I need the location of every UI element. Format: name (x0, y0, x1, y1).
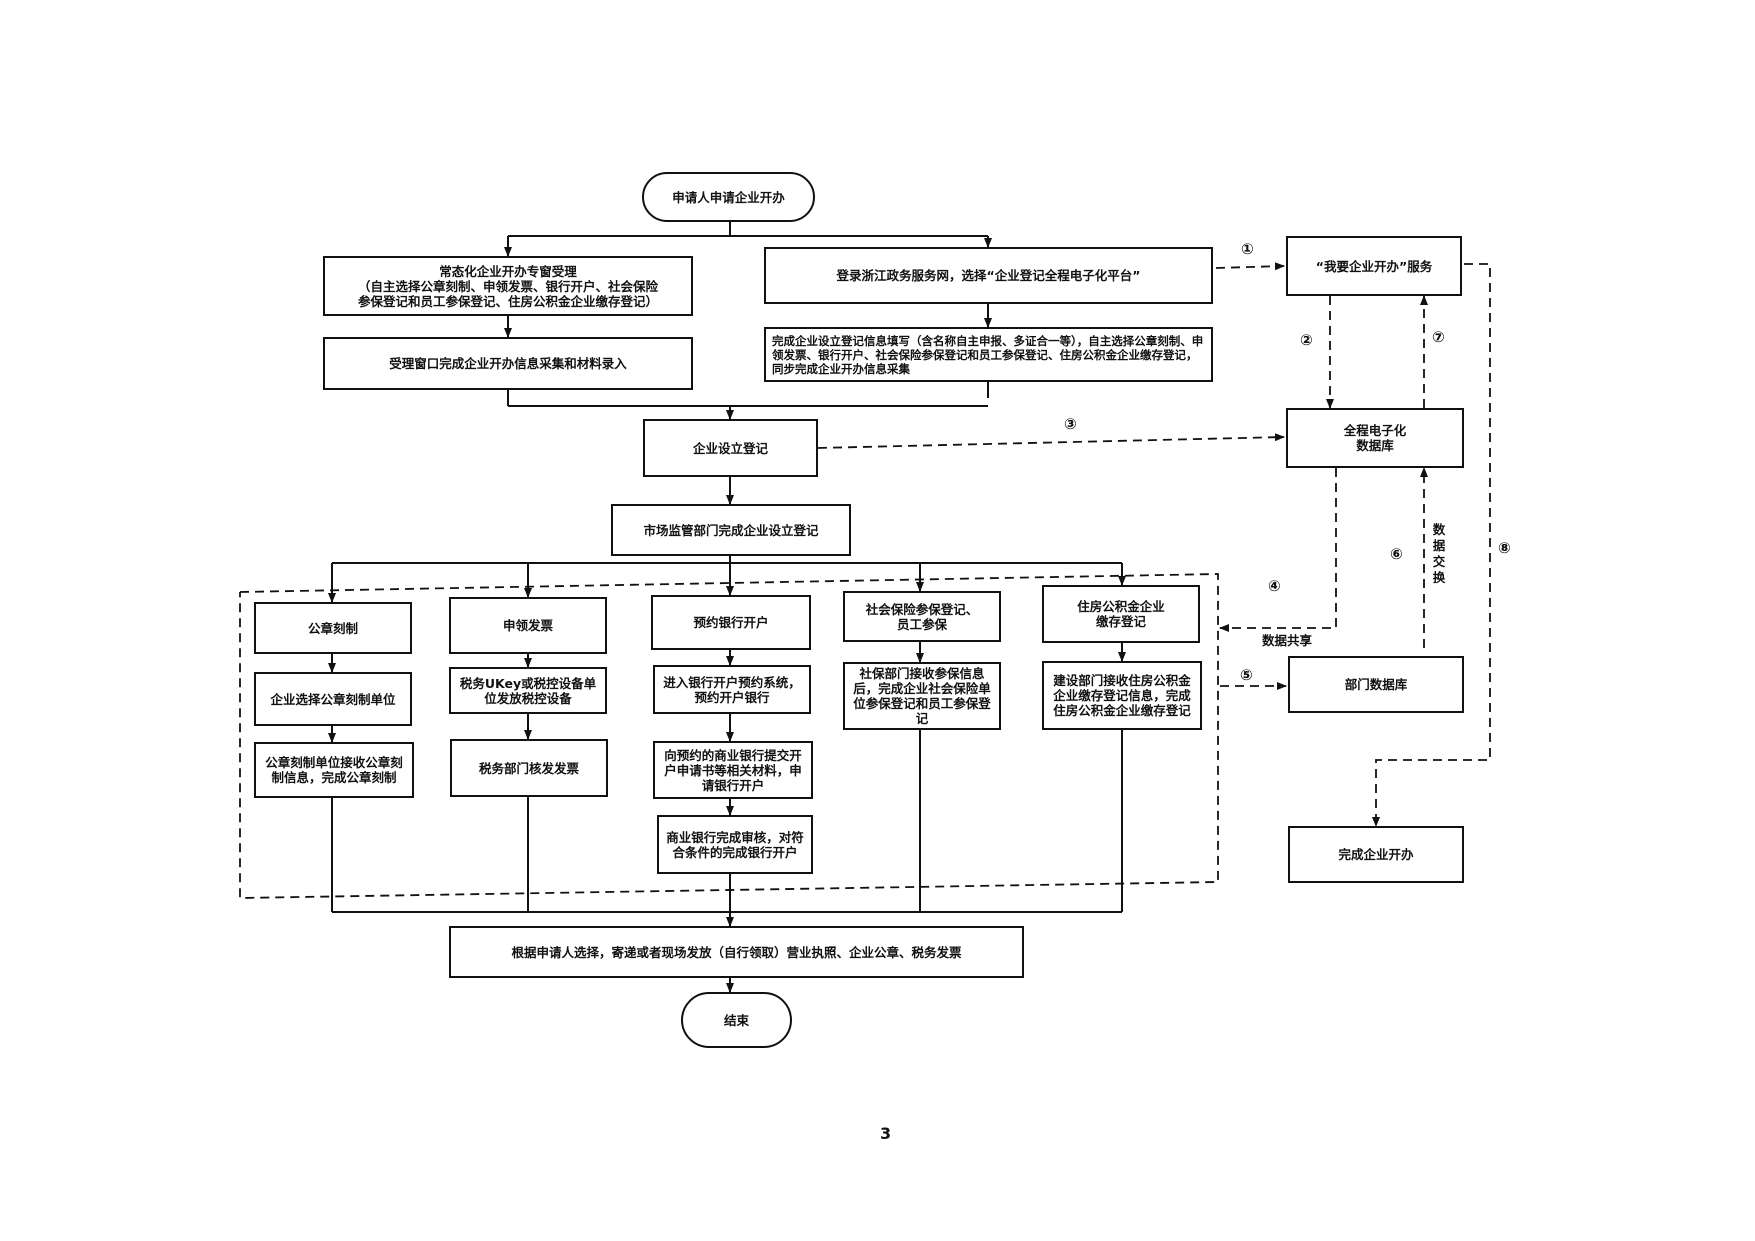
marker-7: ⑦ (1432, 328, 1445, 346)
invoice-step2-box: 税务UKey或税控设备单位发放税控设备 (449, 667, 607, 714)
window-input-box: 受理窗口完成企业开办信息采集和材料录入 (323, 337, 693, 390)
market-registration-box: 市场监管部门完成企业设立登记 (611, 504, 851, 556)
database-box: 全程电子化 数据库 (1286, 408, 1464, 468)
department-database-box: 部门数据库 (1288, 656, 1464, 713)
marker-2: ② (1300, 331, 1313, 349)
invoice-header-box: 申领发票 (449, 597, 607, 654)
invoice-step3-box: 税务部门核发发票 (450, 739, 608, 797)
seal-step2-box: 企业选择公章刻制单位 (254, 672, 412, 726)
bank-header-box: 预约银行开户 (651, 595, 811, 650)
page-number: 3 (880, 1124, 892, 1143)
bank-step4-box: 商业银行完成审核，对符合条件的完成银行开户 (657, 815, 813, 874)
seal-step3-box: 公章刻制单位接收公章刻制信息，完成公章刻制 (254, 742, 414, 798)
registration-box: 企业设立登记 (643, 419, 818, 477)
window-acceptance-box: 常态化企业开办专窗受理 （自主选择公章刻制、申领发票、银行开户、社会保险 参保登… (323, 256, 693, 316)
online-fill-box: 完成企业设立登记信息填写（含名称自主申报、多证合一等），自主选择公章刻制、申领发… (764, 327, 1213, 382)
data-exchange-label: 数据交换 (1432, 522, 1446, 585)
marker-4: ④ (1268, 577, 1281, 595)
data-share-label: 数据共享 (1262, 633, 1313, 648)
social-header-box: 社会保险参保登记、员工参保 (843, 591, 1001, 642)
service-box: “我要企业开办”服务 (1286, 236, 1462, 296)
housing-header-box: 住房公积金企业缴存登记 (1042, 585, 1200, 643)
start-node: 申请人申请企业开办 (642, 172, 815, 222)
complete-box: 完成企业开办 (1288, 826, 1464, 883)
seal-header-box: 公章刻制 (254, 602, 412, 654)
marker-3: ③ (1064, 415, 1077, 433)
marker-6: ⑥ (1390, 545, 1403, 563)
marker-8: ⑧ (1498, 539, 1511, 557)
login-platform-box: 登录浙江政务服务网，选择“企业登记全程电子化平台” (764, 247, 1213, 304)
social-step2-box: 社保部门接收参保信息后，完成企业社会保险单位参保登记和员工参保登记 (843, 662, 1001, 730)
end-node: 结束 (681, 992, 792, 1048)
bank-step3-box: 向预约的商业银行提交开户申请书等相关材料，申请银行开户 (653, 741, 813, 799)
marker-5: ⑤ (1240, 666, 1253, 684)
bank-step2-box: 进入银行开户预约系统，预约开户银行 (653, 665, 811, 714)
housing-step2-box: 建设部门接收住房公积金企业缴存登记信息，完成住房公积金企业缴存登记 (1042, 661, 1202, 730)
marker-1: ① (1241, 240, 1254, 258)
deliver-box: 根据申请人选择，寄递或者现场发放（自行领取）营业执照、企业公章、税务发票 (449, 926, 1024, 978)
